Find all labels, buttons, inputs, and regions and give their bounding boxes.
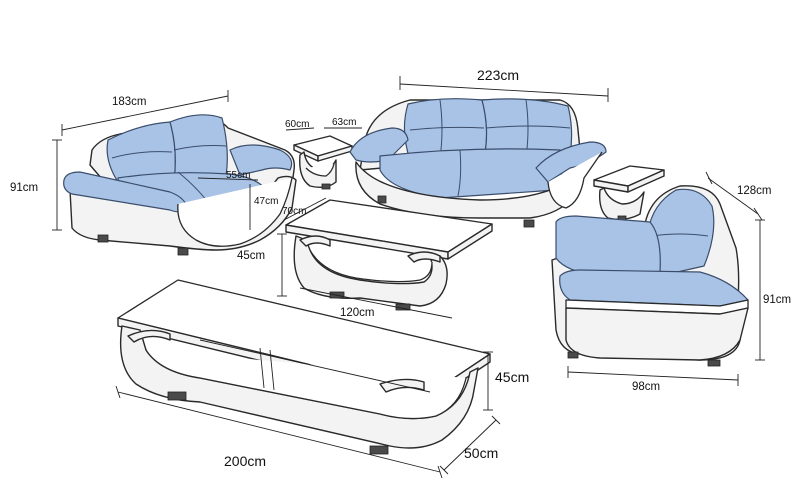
- label-chair-height: 91cm: [763, 294, 791, 306]
- dimension-lines: [52, 76, 765, 479]
- loveseat: [63, 114, 297, 256]
- label-tv-stand-depth: 50cm: [464, 445, 498, 461]
- label-coffee-table-width: 120cm: [340, 307, 375, 319]
- armchair: [551, 185, 749, 367]
- end-table-left: [293, 135, 353, 190]
- dimension-labels: 183cm 91cm 55cm 47cm 60cm 63cm 223cm 128…: [10, 67, 791, 469]
- label-end-table-width: 60cm: [285, 119, 309, 130]
- label-seat-height: 47cm: [254, 196, 278, 207]
- label-tv-stand-width: 200cm: [224, 453, 266, 469]
- label-loveseat-height: 91cm: [10, 182, 38, 194]
- label-seat-depth: 55cm: [226, 170, 250, 181]
- label-tv-stand-height: 45cm: [495, 369, 529, 385]
- sofa: [349, 98, 607, 228]
- label-sofa-width: 223cm: [477, 67, 519, 83]
- label-coffee-table-depth: 70cm: [282, 206, 306, 217]
- coffee-table: [285, 199, 493, 311]
- end-table-right: [593, 165, 665, 222]
- label-end-table-depth: 63cm: [332, 117, 356, 128]
- label-chair-width: 98cm: [632, 381, 660, 393]
- label-chair-depth: 128cm: [737, 185, 772, 197]
- tv-stand: [117, 279, 491, 455]
- label-coffee-table-height: 45cm: [237, 250, 265, 262]
- label-loveseat-width: 183cm: [112, 96, 147, 108]
